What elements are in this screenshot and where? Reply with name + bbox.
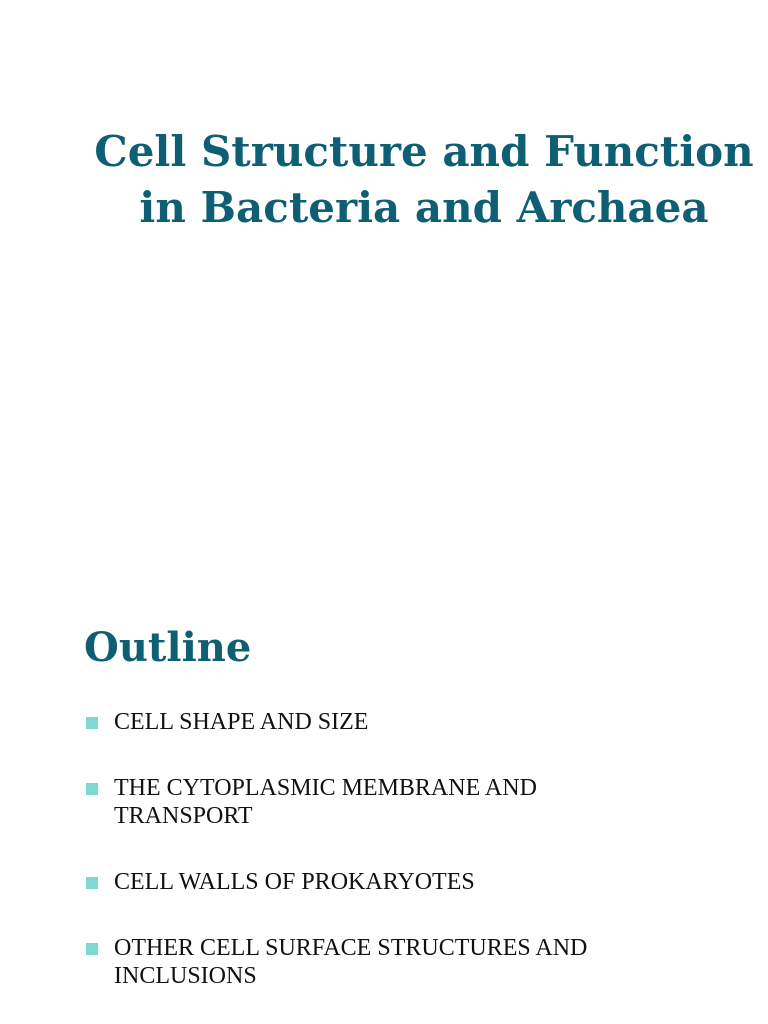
list-item-text: CELL SHAPE AND SIZE [114,709,369,735]
outline-list: CELL SHAPE AND SIZE THE CYTOPLASMIC MEMB… [86,708,706,1024]
list-item-text: THE CYTOPLASMIC MEMBRANE AND [114,775,537,801]
title-line-2: in Bacteria and Archaea [139,183,709,232]
list-item-text-continued: INCLUSIONS [114,963,257,989]
page-title: Cell Structure and Function in Bacteria … [40,124,768,236]
list-item: THE CYTOPLASMIC MEMBRANE AND TRANSPORT [86,774,706,830]
list-item-text: OTHER CELL SURFACE STRUCTURES AND [114,935,588,961]
list-item: OTHER CELL SURFACE STRUCTURES AND INCLUS… [86,934,706,990]
list-item: CELL WALLS OF PROKARYOTES [86,868,706,896]
title-line-1: Cell Structure and Function [94,127,754,176]
slide-outline: Outline CELL SHAPE AND SIZE THE CYTOPLAS… [0,580,768,1024]
bullet-square-icon [86,783,98,795]
bullet-square-icon [86,717,98,729]
bullet-square-icon [86,943,98,955]
slide-title: Cell Structure and Function in Bacteria … [40,124,768,236]
list-item: CELL SHAPE AND SIZE [86,708,706,736]
bullet-square-icon [86,877,98,889]
outline-heading: Outline [84,624,252,671]
list-item-text-continued: TRANSPORT [114,803,253,829]
list-item-text: CELL WALLS OF PROKARYOTES [114,869,475,895]
